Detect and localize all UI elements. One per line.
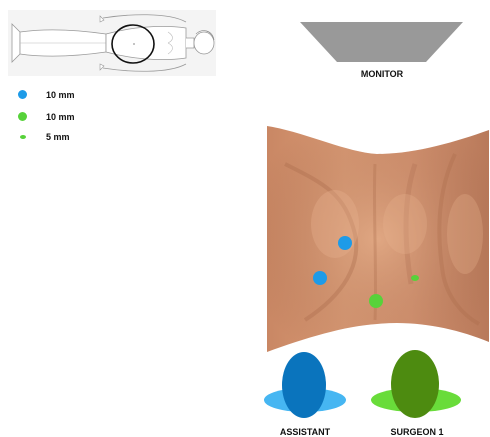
monitor-label: MONITOR [340, 69, 424, 79]
small-green-port-marker-icon [20, 135, 26, 139]
assistant-head [282, 352, 326, 418]
green-port-marker-icon [18, 112, 27, 121]
monitor-icon [300, 22, 463, 62]
legend-label: 10 mm [46, 110, 75, 124]
patient-torso-image [265, 124, 490, 354]
port-10mm-blue-lower [313, 271, 327, 285]
port-10mm-green [369, 294, 383, 308]
port-5mm-green [411, 275, 419, 281]
surgeon-1-position [370, 350, 462, 422]
port-10mm-blue-upper [338, 236, 352, 250]
assistant-position [263, 350, 347, 422]
surgeon-1-head [391, 350, 439, 418]
assistant-label: ASSISTANT [265, 427, 345, 437]
blue-port-marker-icon [18, 90, 27, 99]
legend-label: 5 mm [46, 130, 70, 144]
body-outline-diagram [8, 10, 216, 76]
legend-label: 10 mm [46, 88, 75, 102]
surgeon-1-label: SURGEON 1 [372, 427, 462, 437]
